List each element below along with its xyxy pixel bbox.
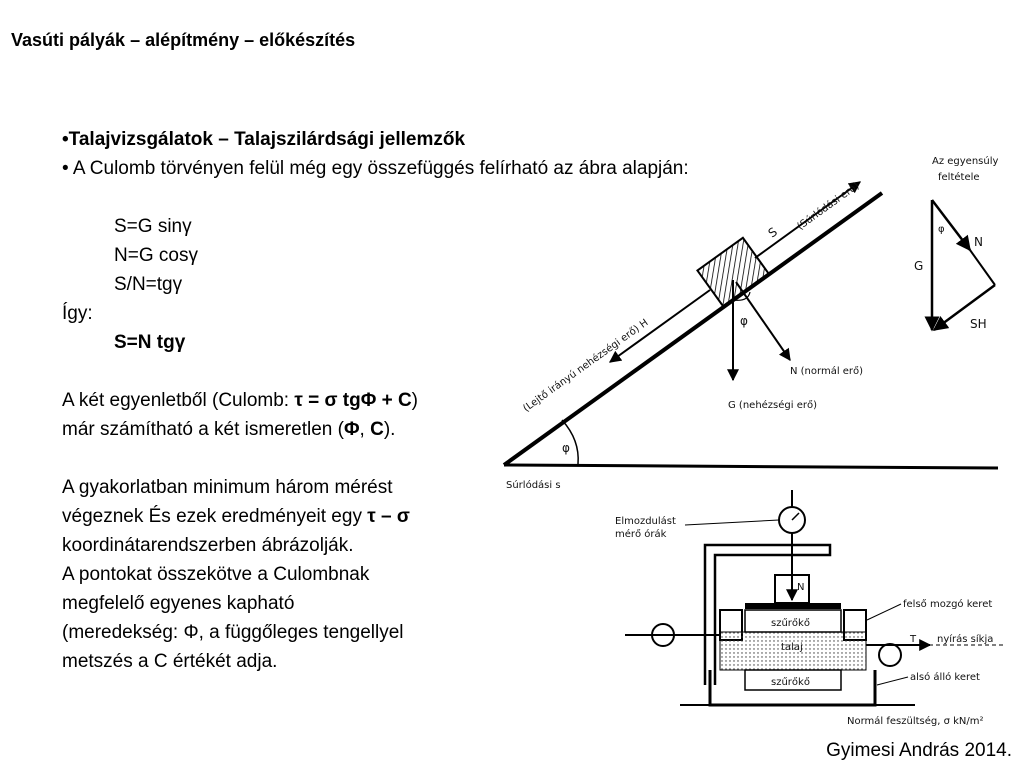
triangle-g-label: G: [914, 259, 923, 273]
ground-line: [503, 463, 999, 470]
slope-line: [502, 191, 884, 467]
practice-line2: végeznek És ezek eredményeit egy τ – σ: [62, 502, 502, 531]
practice-line3: koordinátarendszerben ábrázolják.: [62, 535, 354, 556]
triangle-link: [969, 249, 996, 286]
upper-frame-label: felső mozgó keret: [903, 598, 992, 610]
sliding-block: [696, 236, 770, 308]
triangle-sh-label: SH: [970, 317, 987, 331]
practice-line1: A gyakorlatban minimum három mérést: [62, 477, 393, 498]
result-equation: S=N tgγ: [114, 332, 186, 353]
culomb-paragraph-line2: már számítható a két ismeretlen (Φ, C).: [62, 415, 502, 444]
triangle-title-line2: feltétele: [938, 171, 980, 183]
bottom-filter-stone: [744, 669, 842, 691]
bottom-filter-label: szűrőkő: [771, 676, 810, 688]
slope-angle-arc: [561, 419, 579, 465]
upper-frame-leader: [866, 603, 902, 621]
text-span: A két egyenletből (Culomb:: [62, 390, 295, 411]
friction-force-label: (Súrlódási erő): [795, 180, 862, 233]
triangle-sh-side: [932, 283, 996, 332]
practice-line4: A pontokat összekötve a Culombnak: [62, 564, 370, 585]
practice-line6: (meredekség: Φ, a függőleges tengellyel: [62, 622, 404, 643]
dial-label-line2: mérő órák: [615, 528, 667, 540]
section-heading: •Talajvizsgálatok – Talajszilárdsági jel…: [62, 129, 466, 150]
dial-leader: [684, 519, 780, 526]
text-span: végeznek És ezek eredményeit egy: [62, 506, 368, 527]
intro-text: • A Culomb törvényen felül még egy össze…: [62, 158, 689, 179]
block-angle-arc: [732, 291, 751, 301]
top-filter-label: szűrőkő: [771, 617, 810, 629]
slide-title: Vasúti pályák – alépítmény – előkészítés: [11, 30, 356, 50]
lower-frame-leader: [876, 676, 909, 686]
triangle-title-line1: Az egyensúly: [932, 155, 999, 167]
practice-line7: metszés a C értékét adja.: [62, 651, 278, 672]
dial-label-line1: Elmozdulást: [615, 515, 676, 527]
text-span: ).: [383, 419, 396, 440]
c-symbol: C: [370, 419, 384, 440]
slope-force-label: (Lejtő irányú nehézségi erő) H: [521, 317, 651, 415]
phi-symbol: Φ: [343, 419, 360, 440]
text-span: ): [411, 390, 418, 411]
friction-arrow: [754, 181, 861, 259]
slope-force-arrow: [609, 289, 711, 363]
pulley-icon: [878, 643, 902, 667]
equation-n: N=G cosγ: [114, 245, 198, 266]
load-plate: [745, 603, 841, 609]
soil-label: talaj: [781, 642, 803, 653]
bottom-label: Súrlódási s: [506, 479, 561, 491]
s-label: S: [766, 225, 780, 241]
equation-s: S=G sinγ: [114, 216, 192, 237]
support-frame: [703, 543, 832, 685]
soil-sample: [719, 631, 867, 671]
culomb-paragraph-line1: A két egyenletből (Culomb: τ = σ tgΦ + C…: [62, 386, 502, 415]
block-angle-label: φ: [740, 314, 748, 328]
text-span: ,: [359, 419, 371, 440]
lower-frame-label: alsó álló keret: [910, 671, 980, 683]
author-credit: Gyimesi András 2014.: [826, 740, 1012, 761]
triangle-n-side: [931, 199, 971, 252]
triangle-figure: Az egyensúly feltétele G N SH φ: [914, 155, 999, 332]
incline-figure: (Súrlódási erő) S (Lejtő irányú nehézség…: [502, 180, 999, 491]
shear-box-figure: N szűrőkő talaj szűrőkő T nyírás síkja E…: [615, 490, 1005, 727]
normal-arrow: [735, 281, 791, 361]
shear-plane-label: nyírás síkja: [937, 633, 993, 645]
triangle-n-label: N: [974, 235, 983, 249]
equation-ratio: S/N=tgγ: [114, 274, 183, 295]
n-label: N: [797, 582, 804, 593]
tau-sigma: τ – σ: [367, 506, 410, 527]
igy-label: Így:: [62, 303, 93, 324]
axis-label: Normál feszültség, σ kN/m²: [847, 715, 984, 727]
slide-body: •Talajvizsgálatok – Talajszilárdsági jel…: [62, 125, 689, 676]
normal-force-label: N (normál erő): [790, 365, 863, 377]
t-label: T: [909, 634, 917, 645]
gravity-force-label: G (nehézségi erő): [728, 399, 817, 411]
triangle-angle-label: φ: [938, 224, 945, 235]
top-dial-pointer: [791, 512, 800, 521]
practice-line5: megfelelő egyenes kapható: [62, 593, 295, 614]
slope-angle-label: φ: [562, 441, 570, 455]
culomb-formula: τ = σ tgΦ + C: [294, 390, 412, 411]
text-span: már számítható a két ismeretlen (: [62, 419, 344, 440]
